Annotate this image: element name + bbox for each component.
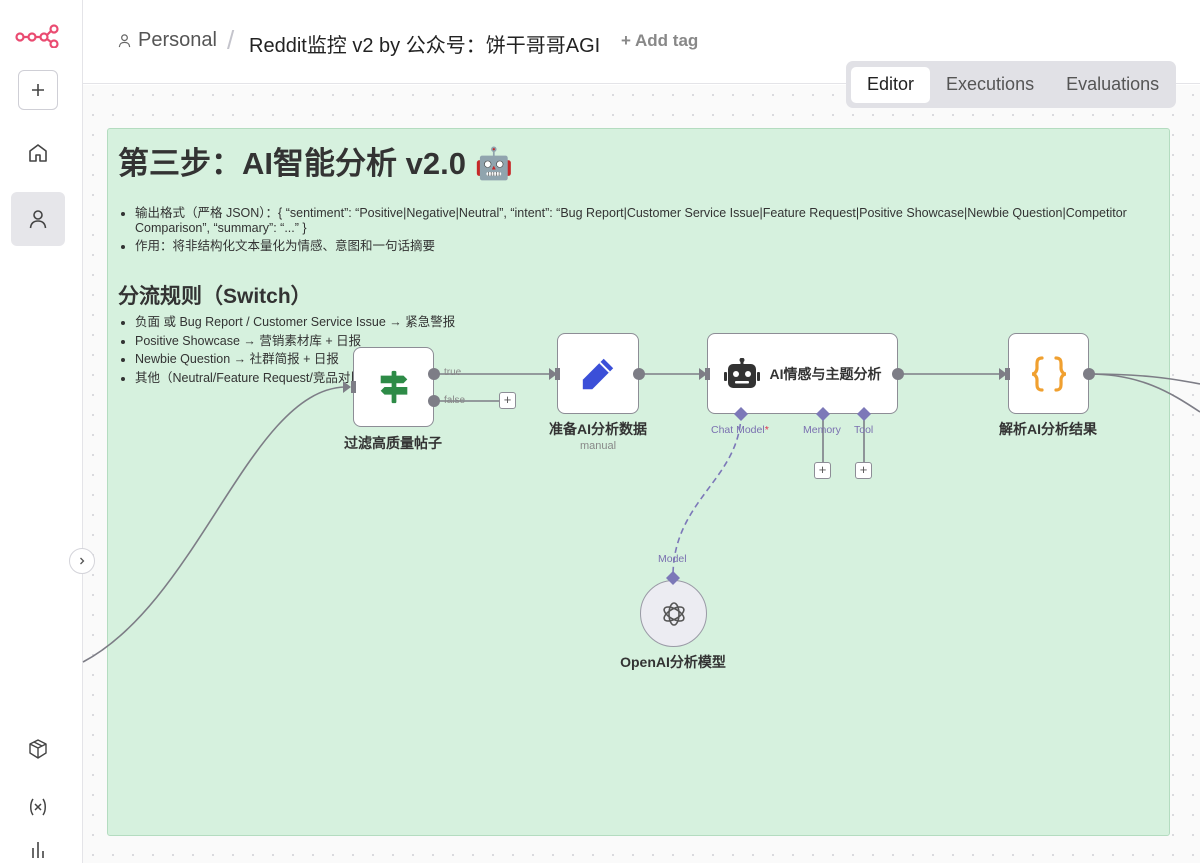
required-mark: *	[764, 424, 769, 436]
node-openai-model[interactable]	[640, 580, 707, 647]
header: Personal / Reddit监控 v2 by 公众号：饼干哥哥AGI + …	[83, 0, 1200, 84]
tab-executions[interactable]: Executions	[946, 74, 1035, 94]
output-label-false: false	[444, 395, 466, 406]
pencil-icon	[582, 358, 614, 389]
node-prepare-data[interactable]	[557, 333, 639, 414]
list-item: Newbie Question → 社群简报 + 日报	[135, 350, 1160, 369]
node-title: AI情感与主题分析	[769, 365, 882, 382]
chart-icon	[32, 842, 44, 858]
personal-button[interactable]	[11, 192, 65, 246]
list-item: 作用：将非结构化文本量化为情感、意图和一句话摘要	[135, 239, 1160, 254]
add-tool-button[interactable]: +	[855, 462, 872, 479]
node-sublabel: manual	[579, 440, 617, 452]
sticky-note-bullets: 输出格式（严格 JSON）：{ “sentiment”: “Positive|N…	[135, 206, 1160, 257]
port-label-model: Model	[658, 553, 687, 565]
add-node-button[interactable]: +	[499, 392, 516, 409]
add-button[interactable]	[18, 70, 58, 110]
insights-button[interactable]	[11, 838, 65, 863]
add-memory-button[interactable]: +	[814, 462, 831, 479]
user-icon	[118, 34, 131, 48]
sidebar-collapse-toggle[interactable]	[69, 548, 95, 574]
list-item: 其他（Neutral/Feature Request/竞品对比）→ 仅存档	[135, 369, 1160, 388]
node-parse-result[interactable]	[1008, 333, 1089, 414]
list-item: 输出格式（严格 JSON）：{ “sentiment”: “Positive|N…	[135, 206, 1160, 236]
sticky-note-title: 第三步：AI智能分析 v2.0 🤖	[118, 146, 514, 181]
breadcrumb-separator: /	[227, 25, 235, 55]
templates-icon	[29, 739, 47, 759]
port-label-text: Chat Model	[711, 424, 765, 436]
project-name: Personal	[138, 29, 217, 51]
tab-editor[interactable]: Editor	[851, 66, 931, 103]
user-icon	[29, 210, 47, 229]
port-label-chat-model: Chat Model*	[711, 424, 769, 436]
output-label-true: true	[444, 367, 462, 378]
templates-button[interactable]	[11, 722, 65, 776]
workflow-name[interactable]: Reddit监控 v2 by 公众号：饼干哥哥AGI	[249, 35, 601, 57]
chevron-right-icon	[80, 557, 85, 565]
add-tag-button[interactable]: + Add tag	[621, 31, 699, 50]
tab-evaluations[interactable]: Evaluations	[1066, 74, 1160, 94]
variables-icon	[30, 798, 46, 816]
variables-button[interactable]	[11, 780, 65, 834]
breadcrumb-project[interactable]: Personal	[117, 29, 217, 52]
sidebar	[0, 0, 83, 863]
sticky-note-subtitle: 分流规则（Switch）	[118, 285, 312, 308]
braces-icon	[1031, 355, 1066, 392]
port-label-tool: Tool	[854, 424, 874, 436]
node-label: 准备AI分析数据	[549, 421, 647, 437]
add-icon	[32, 84, 44, 96]
list-item: 负面 或 Bug Report / Customer Service Issue…	[135, 313, 1160, 332]
node-ai-agent[interactable]: AI情感与主题分析	[707, 333, 898, 414]
signpost-icon	[380, 370, 407, 404]
node-label: 解析AI分析结果	[999, 421, 1097, 437]
sticky-note-rules: 负面 或 Bug Report / Customer Service Issue…	[135, 313, 1160, 387]
view-tabs: Editor Executions Evaluations	[846, 61, 1176, 108]
home-icon	[29, 144, 47, 162]
node-label: OpenAI分析模型	[620, 654, 726, 670]
robot-icon	[723, 357, 760, 388]
openai-icon	[662, 601, 685, 626]
list-item: Positive Showcase → 营销素材库 + 日报	[135, 332, 1160, 351]
node-filter[interactable]	[353, 347, 434, 427]
home-button[interactable]	[11, 126, 65, 180]
n8n-logo-icon[interactable]	[15, 24, 59, 48]
port-label-memory: Memory	[803, 424, 841, 436]
node-label: 过滤高质量帖子	[344, 435, 442, 451]
